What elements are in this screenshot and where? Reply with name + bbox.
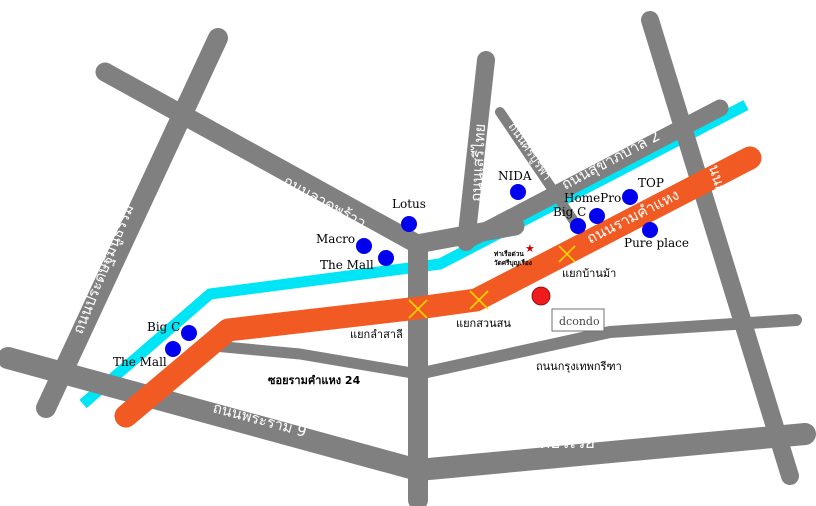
star-icon: ★ [525,242,535,255]
place-label-pure-place: Pure place [624,236,689,250]
right-vertical-road [641,11,799,485]
junction-banma-mark [558,245,576,263]
prasert-road [36,28,228,418]
road-label-krungthep-kreetha: ถนนกรุงเทพกรีฑา [536,360,622,373]
place-label-temple: วัดศรีบุญเรือง [494,259,532,267]
marker-pure-place[interactable] [642,222,658,238]
place-label-pier: ท่าเรือด่วน [494,250,524,258]
marker-lotus[interactable] [401,216,417,232]
place-label-big-c-left: Big C [147,320,180,334]
marker-the-mall-left[interactable] [165,341,181,357]
junction-label-lamsali: แยกลำสาลี [350,328,403,341]
junction-marks [408,245,576,319]
condo-location-marker[interactable] [531,286,551,306]
place-label-homepro: HomePro [564,191,621,205]
krungthep-kreetha-road [412,314,802,380]
sriburapha-road [495,107,585,235]
marker-big-c-right[interactable] [570,218,586,234]
place-markers [165,184,658,357]
road-label-serithai: ถนนเสรีไทย [467,123,489,202]
place-label-nida: NIDA [498,169,532,183]
place-label-lotus: Lotus [392,197,426,211]
nida-road [457,51,495,251]
junction-suansone-mark [469,290,489,310]
marker-homepro[interactable] [589,208,605,224]
place-label-big-c-right: Big C [553,205,586,219]
dcondo-logo-text: dcondo [559,315,600,328]
road-label-soi24: ซอยรามคำแหง 24 [268,374,361,387]
junction-label-banma: แยกบ้านม้า [562,267,616,280]
soi24-road [208,340,424,380]
place-label-top: TOP [638,176,664,190]
marker-big-c-left[interactable] [181,325,197,341]
place-label-the-mall-top: The Mall [320,258,374,272]
marker-nida[interactable] [510,184,526,200]
dcondo-logo: dcondo [551,308,605,332]
marker-the-mall-top[interactable] [378,250,394,266]
junction-label-suansone: แยกสวนสน [456,317,511,330]
place-label-the-mall-left: The Mall [113,355,167,369]
junction-lamsali-mark [408,299,428,319]
road-label-prasert: ถนนประดิษฐ์มนูธรรม [69,201,138,336]
road-label-motorway: มอเตอร์เวย์ [512,433,595,453]
marker-top[interactable] [622,189,638,205]
canal-line [79,100,749,409]
roads [0,11,816,506]
marker-macro[interactable] [356,238,372,254]
place-label-macro: Macro [316,232,355,246]
